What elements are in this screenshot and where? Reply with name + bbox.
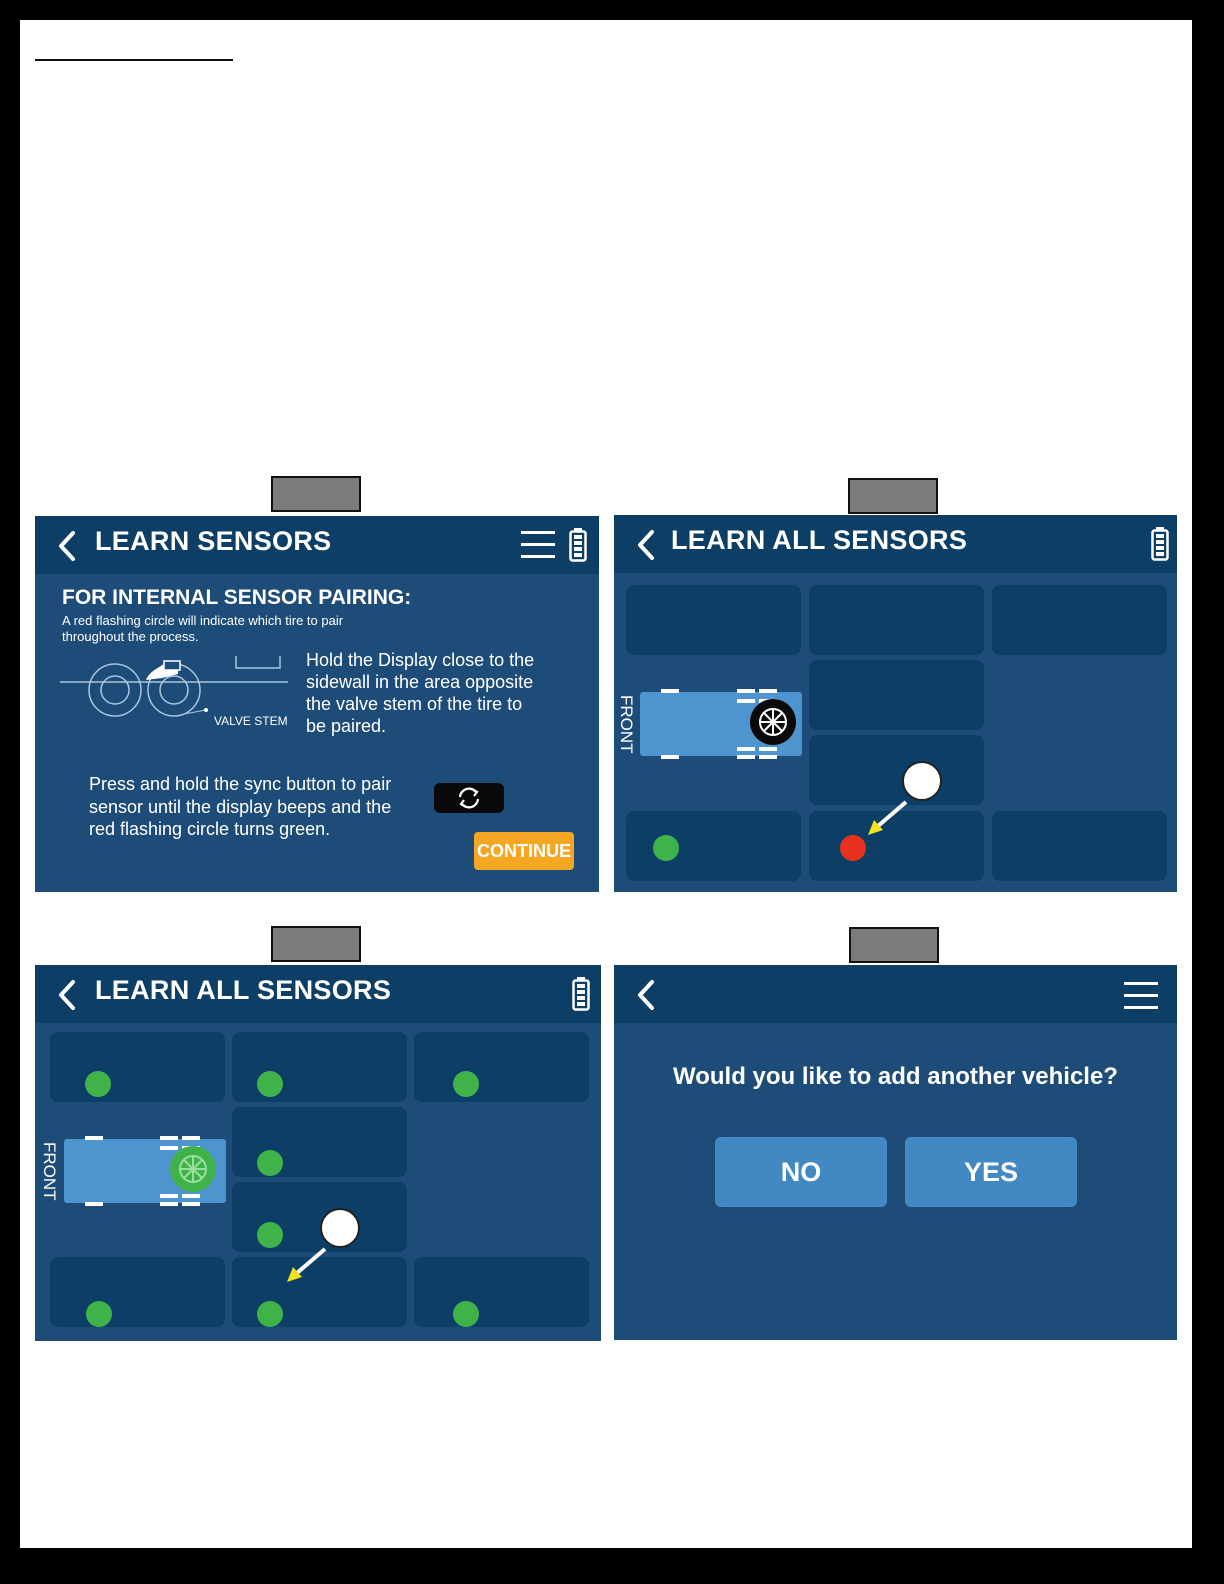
status-dot-paired	[257, 1222, 283, 1248]
header-bar	[614, 965, 1177, 1023]
tire-slot-top-left[interactable]	[50, 1032, 225, 1102]
axle-mark	[737, 699, 755, 703]
hold-instruction-2: sidewall in the area opposite	[306, 672, 534, 692]
axle-mark	[85, 1136, 103, 1140]
back-chevron-icon[interactable]	[636, 979, 656, 1011]
pairing-subtext-2: throughout the process.	[62, 629, 199, 644]
axle-mark	[160, 1146, 178, 1150]
add-vehicle-question: Would you like to add another vehicle?	[673, 1063, 1118, 1090]
status-dot-paired	[257, 1301, 283, 1327]
pointer-arrow-icon	[287, 1247, 327, 1282]
battery-icon	[569, 528, 587, 562]
axle-mark	[160, 1202, 178, 1206]
tire-slot-mid-lower[interactable]	[809, 735, 984, 805]
learn-all-sensors-screen-complete: LEARN ALL SENSORS FRONT	[35, 965, 601, 1341]
press-instruction-1: Press and hold the sync button to pair	[89, 774, 392, 794]
axle-mark	[160, 1194, 178, 1198]
axle-mark	[737, 755, 755, 759]
axle-mark	[182, 1202, 200, 1206]
status-dot-paired	[453, 1071, 479, 1097]
status-dot-paired	[257, 1150, 283, 1176]
screen-title: LEARN ALL SENSORS	[671, 525, 968, 555]
learn-sensors-screen: LEARN SENSORS FOR INTERNAL SENSOR PAIRIN…	[35, 516, 599, 892]
menu-icon[interactable]	[521, 531, 555, 558]
status-dot-pairing	[840, 835, 866, 861]
continue-button[interactable]: CONTINUE	[474, 832, 574, 870]
hold-instruction-1: Hold the Display close to the	[306, 650, 535, 670]
step-tab-4	[849, 927, 939, 963]
axle-mark	[737, 689, 755, 693]
status-dot-paired	[653, 835, 679, 861]
status-dot-paired	[86, 1301, 112, 1327]
sync-button[interactable]	[434, 783, 504, 813]
header-bar: LEARN ALL SENSORS	[35, 965, 601, 1023]
back-chevron-icon[interactable]	[57, 979, 77, 1011]
tire-slot-bottom-right[interactable]	[414, 1257, 589, 1327]
sync-icon	[458, 787, 480, 809]
wheel-icon	[750, 699, 796, 745]
no-button[interactable]: NO	[715, 1137, 887, 1207]
tire-slot-mid-upper[interactable]	[809, 660, 984, 730]
tire-slot-top-middle[interactable]	[809, 585, 984, 655]
battery-icon	[572, 977, 590, 1011]
pointer-arrow-icon	[868, 800, 908, 835]
axle-mark	[160, 1136, 178, 1140]
step-tab-2	[848, 478, 938, 514]
tire-slot-top-left[interactable]	[626, 585, 801, 655]
press-instruction-3: red flashing circle turns green.	[89, 819, 331, 839]
yes-button[interactable]: YES	[905, 1137, 1077, 1207]
pairing-heading: FOR INTERNAL SENSOR PAIRING:	[62, 586, 412, 609]
axle-marks	[661, 689, 679, 693]
status-dot-paired	[453, 1301, 479, 1327]
header-bar: LEARN SENSORS	[35, 516, 599, 574]
screen-title: LEARN ALL SENSORS	[95, 975, 392, 1005]
front-label: FRONT	[617, 695, 636, 754]
axle-mark	[661, 755, 679, 759]
axle-mark	[759, 755, 777, 759]
status-dot-paired	[257, 1071, 283, 1097]
axle-mark	[182, 1136, 200, 1140]
tire-slot-top-right[interactable]	[414, 1032, 589, 1102]
header-bar: LEARN ALL SENSORS	[614, 515, 1177, 573]
heading-underline	[35, 59, 233, 61]
status-dot-paired	[85, 1071, 111, 1097]
add-vehicle-screen: Would you like to add another vehicle? N…	[614, 965, 1177, 1340]
pairing-subtext-1: A red flashing circle will indicate whic…	[62, 613, 344, 628]
step-tab-3	[271, 926, 361, 962]
callout-circle	[902, 761, 942, 801]
hold-instruction-3: the valve stem of the tire to	[306, 694, 523, 714]
valve-stem-label: VALVE STEM	[214, 714, 288, 728]
battery-icon	[1151, 527, 1169, 561]
back-chevron-icon[interactable]	[57, 530, 77, 562]
manual-page: LEARN SENSORS FOR INTERNAL SENSOR PAIRIN…	[20, 20, 1192, 1548]
tire-slot-bottom-left[interactable]	[50, 1257, 225, 1327]
front-label: FRONT	[40, 1142, 59, 1201]
tire-diagram-icon	[60, 656, 288, 717]
axle-mark	[182, 1194, 200, 1198]
tire-slot-bottom-right[interactable]	[992, 811, 1167, 881]
press-instruction-2: sensor until the display beeps and the	[89, 797, 392, 817]
axle-mark	[737, 747, 755, 751]
axle-mark	[759, 747, 777, 751]
back-chevron-icon[interactable]	[636, 529, 656, 561]
hold-instruction-4: be paired.	[306, 716, 387, 736]
step-tab-1	[271, 476, 361, 512]
menu-icon[interactable]	[1124, 982, 1158, 1009]
learn-all-sensors-screen-in-progress: LEARN ALL SENSORS FRONT	[614, 515, 1177, 892]
axle-mark	[759, 689, 777, 693]
tire-slot-top-right[interactable]	[992, 585, 1167, 655]
tire-slot-top-middle[interactable]	[232, 1032, 407, 1102]
tire-slot-bottom-middle[interactable]	[809, 811, 984, 881]
wheel-icon	[170, 1146, 216, 1192]
screen-title: LEARN SENSORS	[95, 526, 332, 556]
callout-circle	[320, 1208, 360, 1248]
axle-mark	[85, 1202, 103, 1206]
